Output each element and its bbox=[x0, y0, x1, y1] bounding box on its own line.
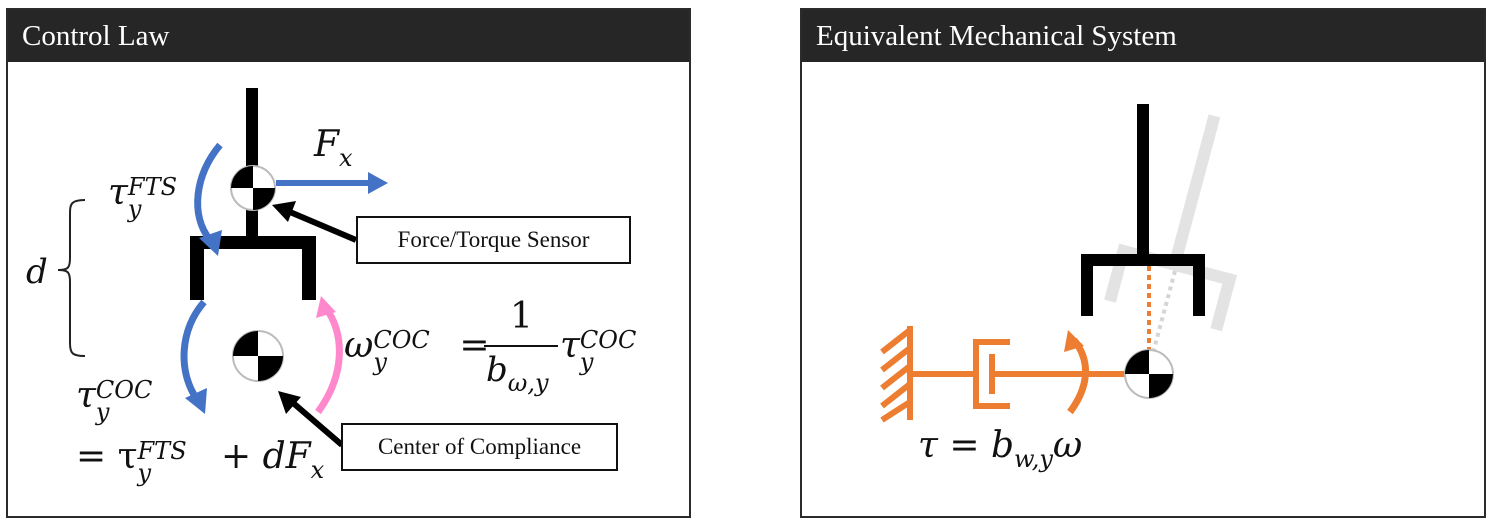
tau-fts-arrow bbox=[194, 142, 223, 243]
tau-coc-arrow bbox=[180, 299, 207, 400]
mech-shaft bbox=[1137, 104, 1149, 256]
tau-fts-base: τ bbox=[108, 172, 128, 213]
damper-eq-lhs: τ = b bbox=[918, 425, 1015, 466]
fx-subscript: x bbox=[338, 144, 353, 172]
torque-eq-prefix: = τ bbox=[76, 436, 138, 477]
tau-coc-arrow-head bbox=[185, 388, 207, 414]
rotational-damper bbox=[910, 339, 1130, 409]
omega-tail-sub: y bbox=[579, 348, 594, 376]
fx-label: Fx bbox=[314, 124, 353, 172]
force-sensor-marker bbox=[230, 165, 276, 211]
omega-tail-base: τ bbox=[560, 325, 580, 366]
d-label: d bbox=[26, 252, 48, 292]
tau-fts-sup: FTS bbox=[127, 173, 178, 201]
omega-base: ω bbox=[344, 325, 374, 366]
mech-center-marker bbox=[1124, 349, 1174, 399]
mech-gripper-left-finger bbox=[1081, 254, 1093, 316]
omega-den-base: b bbox=[486, 350, 508, 390]
damper-eq-rhs: ω bbox=[1052, 425, 1083, 466]
gripper-bar bbox=[190, 236, 316, 249]
torque-eq-suffix-sub: x bbox=[310, 456, 325, 484]
gripper-left-finger bbox=[190, 236, 204, 300]
mech-rotation-arrow-head bbox=[1064, 330, 1084, 352]
compliance-pointer-head bbox=[278, 391, 301, 414]
damper-equation: τ = bw,yω bbox=[918, 425, 1083, 473]
omega-tail-sup: COC bbox=[579, 326, 637, 354]
mech-gripper-bar bbox=[1081, 254, 1205, 266]
center-of-compliance-marker bbox=[232, 330, 284, 382]
shaft-top bbox=[246, 88, 258, 168]
omega-coc-arrow-head bbox=[316, 296, 336, 318]
ghost-rotated-gripper bbox=[1104, 114, 1238, 351]
torque-eq-sub: y bbox=[137, 459, 152, 487]
compliance-label: Center of Compliance bbox=[341, 423, 618, 471]
omega-fraction-denominator: bω,y bbox=[486, 350, 549, 397]
gripper-right-finger bbox=[302, 236, 316, 300]
torque-eq-suffix: + dF bbox=[209, 436, 311, 477]
compliance-pointer bbox=[290, 399, 344, 448]
force-sensor-pointer bbox=[288, 209, 358, 243]
mechanical-system-title: Equivalent Mechanical System bbox=[802, 10, 1484, 62]
tau-coc-sup: COC bbox=[95, 376, 153, 404]
force-sensor-label: Force/Torque Sensor bbox=[356, 216, 631, 264]
tau-fts-sub: y bbox=[127, 195, 142, 223]
distance-brace bbox=[57, 199, 86, 357]
omega-sub: y bbox=[373, 348, 387, 376]
shaft-lower bbox=[246, 208, 258, 238]
d-symbol: d bbox=[26, 252, 48, 292]
damper-eq-sub: w,y bbox=[1014, 445, 1053, 473]
omega-fraction-bar bbox=[484, 345, 558, 347]
control-law-title: Control Law bbox=[8, 10, 689, 62]
ground-wall bbox=[880, 326, 913, 423]
omega-coc-arrow bbox=[315, 305, 343, 415]
tau-fts-arrow-head bbox=[199, 230, 222, 256]
omega-fraction-numerator: 1 bbox=[510, 296, 533, 337]
omega-sup: COC bbox=[373, 326, 430, 354]
torque-eq-sup: FTS bbox=[137, 437, 187, 465]
mech-gripper-right-finger bbox=[1193, 254, 1205, 316]
tau-coc-base: τ bbox=[76, 375, 96, 416]
omega-den-sub: ω,y bbox=[507, 369, 549, 397]
tau-coc-sub: y bbox=[95, 398, 110, 426]
force-sensor-pointer-head bbox=[272, 201, 296, 222]
fx-arrow-head bbox=[368, 172, 388, 194]
fx-symbol: F bbox=[314, 124, 339, 165]
